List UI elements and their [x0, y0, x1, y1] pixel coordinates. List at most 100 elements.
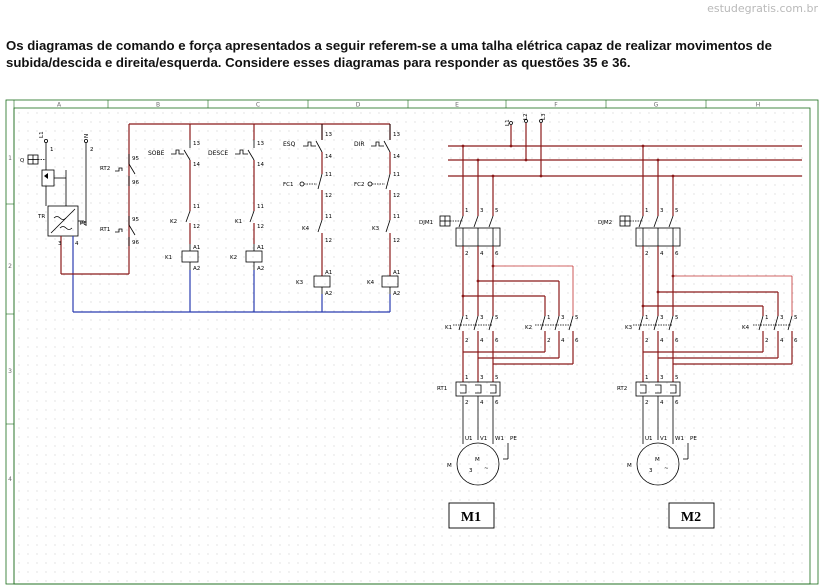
motor2-branch: DJM2 1 3 5 2 4 6	[598, 144, 798, 529]
coil-label: K4	[367, 280, 375, 286]
pin-label: 5	[495, 315, 499, 321]
pin-label: 4	[780, 338, 784, 344]
term-label: 13	[257, 141, 264, 147]
term-label: A1	[393, 270, 400, 276]
button-label: ESQ	[283, 141, 296, 148]
relay-term: 95	[132, 156, 139, 162]
term-label: 11	[393, 214, 400, 220]
contactor-label: K2	[525, 325, 532, 331]
term-label: A2	[325, 291, 332, 297]
motor-ac: ~	[484, 466, 489, 472]
pin-label: 2	[765, 338, 769, 344]
motor-term: W1	[495, 436, 504, 442]
grid-col-label: G	[654, 102, 659, 109]
pin-label: 1	[645, 208, 649, 214]
pin-label: 4	[480, 400, 484, 406]
term-label: 11	[325, 214, 332, 220]
coil-label: K2	[230, 255, 237, 261]
term-label: A1	[257, 245, 264, 251]
rt2-label: RT2	[100, 166, 110, 172]
pin-label: 2	[465, 400, 469, 406]
motor-m2-label: M2	[681, 510, 701, 525]
grid-row-label: 4	[8, 476, 12, 483]
term-label: A1	[325, 270, 332, 276]
breaker-label: DJM1	[419, 220, 433, 226]
pin-label: 4	[660, 338, 664, 344]
grid-col-label: H	[756, 102, 761, 109]
pin-label: 2	[547, 338, 551, 344]
term-label: A2	[393, 291, 400, 297]
pin-label: 3	[480, 315, 484, 321]
branch-desce: DESCE 13 14 K1 11 12 K2 A1 A2	[208, 140, 264, 272]
pin-label: 4	[561, 338, 565, 344]
motor-term: V1	[480, 436, 487, 442]
term-label: 11	[325, 172, 332, 178]
pin-label: 6	[495, 338, 499, 344]
phase-label: L1	[505, 119, 511, 126]
motor-side: M	[447, 463, 452, 469]
contactor-label: K4	[742, 325, 750, 331]
term-label: 14	[257, 162, 264, 168]
pin-label: 5	[794, 315, 798, 321]
pin-label: 4	[660, 251, 664, 257]
term-label: 14	[193, 162, 200, 168]
motor-term: U1	[465, 436, 473, 442]
term-label: A2	[257, 266, 264, 272]
pin-label: 3	[561, 315, 565, 321]
motor-term: PE	[510, 436, 517, 442]
pin-label: 3	[780, 315, 784, 321]
pin-label: 2	[645, 338, 649, 344]
coil-label: K1	[165, 255, 172, 261]
grid-col-label: E	[455, 102, 459, 109]
motor-side: M	[627, 463, 632, 469]
motor-term: PE	[690, 436, 697, 442]
term-label: 12	[325, 193, 332, 199]
fuse-q: Q	[20, 154, 55, 187]
pin-label: 4	[480, 338, 484, 344]
pin-label: 2	[90, 147, 94, 153]
pe-label: PE	[80, 221, 87, 227]
pin-label: 3	[480, 375, 484, 381]
breaker-label: DJM2	[598, 220, 612, 226]
pin-label: 1	[465, 315, 469, 321]
pin-label: 4	[75, 241, 79, 247]
pin-label: 1	[465, 375, 469, 381]
term-label: 12	[393, 193, 400, 199]
pin-label: 5	[675, 315, 679, 321]
term-label: 11	[393, 172, 400, 178]
pin-label: 6	[495, 400, 499, 406]
grid-col-label: C	[256, 102, 260, 109]
term-label: A1	[193, 245, 200, 251]
pin-label: 4	[660, 400, 664, 406]
motor-term: V1	[660, 436, 667, 442]
branch-dir: DIR 13 14 FC2 11 12 K3 11 12 K4 A1 A2	[354, 124, 400, 297]
overload-label: RT2	[617, 386, 627, 392]
grid-row-label: 3	[8, 368, 12, 375]
contactor-label: K3	[625, 325, 633, 331]
term-label: A2	[193, 266, 200, 272]
term-label: 12	[393, 238, 400, 244]
pin-label: 1	[765, 315, 769, 321]
command-circuit: L1 N 1 2 Q TR PE	[20, 123, 400, 313]
transformer-label: TR	[37, 214, 45, 220]
pin-label: 2	[465, 251, 469, 257]
phase-label: L3	[541, 113, 547, 120]
pin-label: 3	[58, 241, 62, 247]
pin-label: 6	[675, 400, 679, 406]
term-label: 12	[325, 238, 332, 244]
pin-label: 1	[645, 315, 649, 321]
rt2-contact: RT2 95 96	[100, 154, 139, 186]
pin-label: 6	[675, 338, 679, 344]
watermark: estudegratis.com.br	[707, 2, 818, 15]
branch-esq: ESQ 13 14 FC1 11 12 K4 11 12 K3 A1 A2	[283, 124, 332, 297]
motor1-branch: DJM1 1 3 5 2 4 6	[419, 144, 579, 529]
overload-label: RT1	[437, 386, 447, 392]
transformer: TR PE 3 4	[37, 170, 87, 312]
interlock-label: K2	[170, 219, 177, 225]
grid-col-label: D	[356, 102, 361, 109]
coil-label: K3	[296, 280, 304, 286]
pin-label: 3	[660, 315, 664, 321]
button-label: DIR	[354, 141, 365, 148]
grid-col-label: F	[554, 102, 558, 109]
pin-label: 5	[675, 375, 679, 381]
